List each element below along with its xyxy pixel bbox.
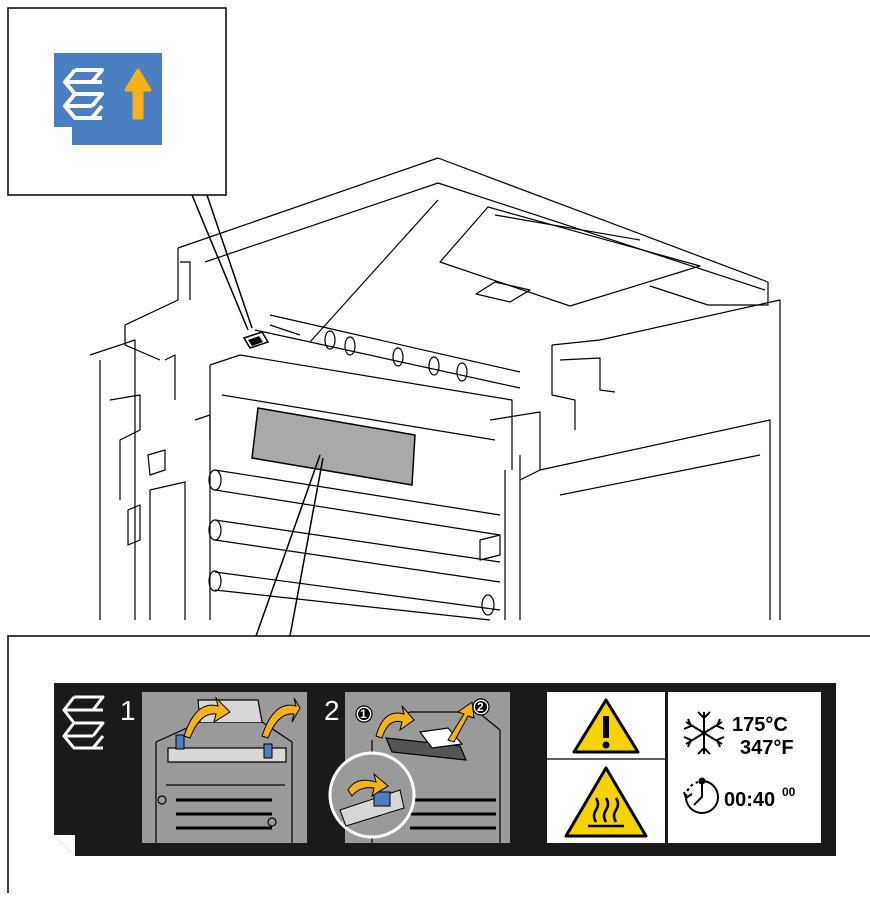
temperature-fahrenheit: 347°F (740, 737, 794, 759)
cooling-time-superscript: 00 (782, 785, 796, 799)
feed-rollers (324, 330, 468, 382)
timer-icon (683, 777, 719, 814)
lever-zoom-inset (328, 751, 416, 839)
cooling-panel (668, 692, 821, 843)
curved-arrow-icon (183, 696, 301, 739)
step-1-number: 1 (120, 695, 136, 726)
top-callout (7, 7, 253, 331)
curved-arrow-icon (375, 701, 475, 743)
substep-2-marker: 2 (472, 698, 490, 716)
cooling-time: 00:40 (724, 789, 775, 811)
belt-rollers (208, 469, 501, 621)
temperature-celsius: 175°C (732, 714, 788, 736)
left-lever (175, 734, 185, 750)
fuser-label-plate: 1 2 (54, 683, 836, 856)
hot-surface-icon (564, 766, 648, 838)
step-2-number: 2 (324, 695, 340, 726)
svg-text:2: 2 (477, 700, 484, 714)
printer-illustration (89, 157, 781, 621)
bottom-callout (7, 454, 870, 893)
step-1-printer-drawing (155, 699, 293, 843)
right-lever (263, 743, 273, 759)
paper-stack-up-arrow-icon (54, 53, 162, 145)
svg-text:1: 1 (360, 707, 367, 721)
fuser-label-location (251, 407, 416, 486)
snowflake-icon (683, 711, 725, 755)
substep-1-marker: 1 (355, 705, 373, 723)
warning-triangle-icon (572, 698, 640, 754)
paper-stack-icon (62, 695, 105, 750)
lever-location (242, 331, 270, 349)
